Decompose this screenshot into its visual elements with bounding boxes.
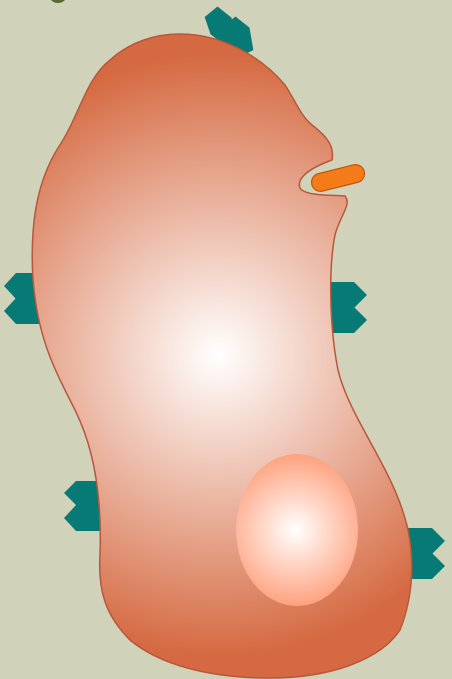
receptor-left-upper-b xyxy=(4,298,40,324)
rod-organelle xyxy=(310,163,367,194)
receptor-right-upper-b xyxy=(328,307,367,333)
cell-body xyxy=(32,34,412,678)
edge-spot xyxy=(50,0,66,3)
receptor-right-upper-a xyxy=(328,282,367,308)
receptor-left-lower-b xyxy=(64,505,100,531)
nucleus xyxy=(236,454,358,606)
receptor-left-lower-a xyxy=(64,481,100,505)
receptor-right-lower-a xyxy=(406,528,445,554)
